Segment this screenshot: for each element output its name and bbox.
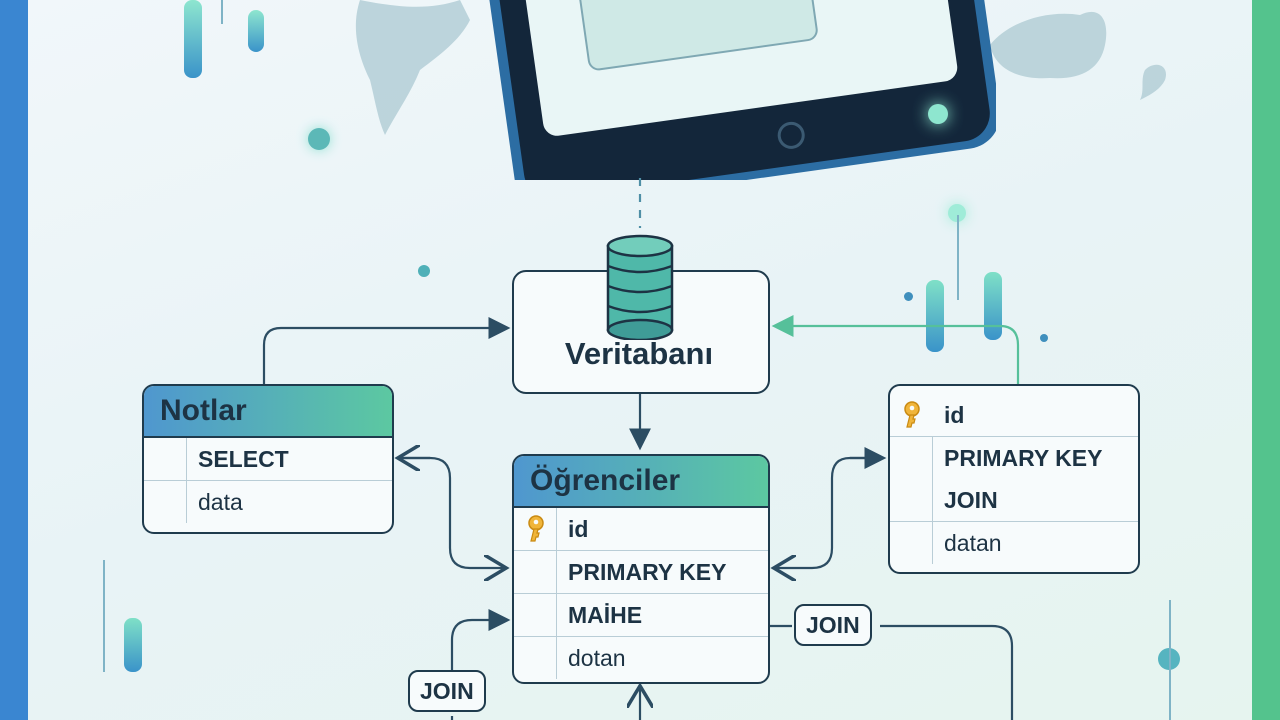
field-label: data <box>198 489 243 515</box>
field-label: PRIMARY KEY <box>944 445 1103 471</box>
glow-bar <box>124 618 142 672</box>
join-label-bottom-left: JOIN <box>408 670 486 712</box>
field-label: PRIMARY KEY <box>568 559 727 585</box>
table-right[interactable]: id PRIMARY KEY JOIN datan <box>888 384 1140 574</box>
table-title: Öğrenciler <box>514 456 768 508</box>
glow-bar <box>984 272 1002 340</box>
tablet-device <box>486 0 996 180</box>
key-icon <box>904 401 920 428</box>
field-label: MAİHE <box>568 602 643 628</box>
key-icon <box>528 515 544 542</box>
table-row: SELECT <box>144 438 392 480</box>
glow-dot <box>928 104 948 124</box>
field-label: dotan <box>568 645 626 671</box>
field-label: SELECT <box>198 446 289 472</box>
table-row: datan <box>890 521 1138 564</box>
table-ogrenciler[interactable]: Öğrenciler id PRIMARY KEY MAİHE <box>512 454 770 684</box>
field-label: id <box>944 402 965 428</box>
glow-dot <box>904 292 913 301</box>
field-label: datan <box>944 530 1002 556</box>
table-notlar[interactable]: Notlar SELECT data <box>142 384 394 534</box>
right-edge-band <box>1252 0 1280 720</box>
database-label: Veritabanı <box>564 336 714 371</box>
glow-dot <box>948 204 966 222</box>
left-edge-band <box>0 0 28 720</box>
world-map-south-america <box>355 0 470 135</box>
field-label: id <box>568 516 589 542</box>
table-row: JOIN <box>890 479 1138 521</box>
table-title: Notlar <box>144 386 392 438</box>
world-map-australia <box>990 11 1166 100</box>
table-row: PRIMARY KEY <box>890 436 1138 479</box>
glow-bar <box>926 280 944 352</box>
glow-dot <box>308 128 330 150</box>
glow-bar <box>248 10 264 52</box>
field-label: JOIN <box>944 487 998 513</box>
join-label-right: JOIN <box>794 604 872 646</box>
glow-dot <box>418 265 430 277</box>
glow-dot <box>1040 334 1048 342</box>
table-row: id <box>890 394 1138 436</box>
table-row: id <box>514 508 768 550</box>
table-row: dotan <box>514 636 768 679</box>
table-row: PRIMARY KEY <box>514 550 768 593</box>
database-icon <box>606 234 674 340</box>
table-row: MAİHE <box>514 593 768 636</box>
table-row: data <box>144 480 392 523</box>
glow-bar <box>184 0 202 78</box>
